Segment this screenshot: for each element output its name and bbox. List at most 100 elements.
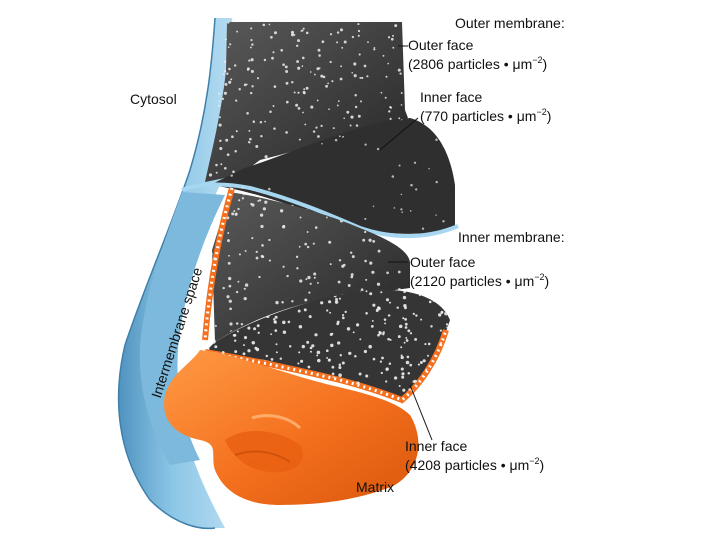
membrane-particle xyxy=(385,368,388,371)
membrane-particle xyxy=(200,88,202,90)
membrane-particle xyxy=(270,333,272,335)
membrane-particle xyxy=(366,75,368,77)
membrane-particle xyxy=(210,238,212,240)
membrane-particle xyxy=(228,262,231,265)
membrane-particle xyxy=(299,279,302,282)
membrane-particle xyxy=(253,121,255,123)
membrane-particle xyxy=(371,271,374,274)
membrane-particle xyxy=(338,281,341,284)
membrane-particle xyxy=(338,373,342,377)
membrane-particle xyxy=(237,330,239,332)
membrane-particle xyxy=(274,31,277,34)
membrane-particle xyxy=(409,21,411,23)
membrane-particle xyxy=(235,213,238,216)
membrane-particle xyxy=(361,288,364,291)
membrane-particle xyxy=(231,135,234,138)
membrane-particle xyxy=(222,98,224,100)
membrane-particle xyxy=(352,255,355,258)
membrane-particle xyxy=(401,356,404,359)
membrane-particle xyxy=(268,239,270,241)
membrane-particle xyxy=(361,77,363,79)
membrane-particle xyxy=(239,253,241,255)
membrane-particle xyxy=(444,312,447,315)
membrane-particle xyxy=(377,283,380,286)
membrane-particle xyxy=(410,184,413,187)
membrane-particle xyxy=(388,315,390,317)
membrane-particle xyxy=(222,351,225,354)
membrane-particle xyxy=(215,325,217,327)
membrane-particle xyxy=(234,150,237,153)
membrane-particle xyxy=(228,46,230,48)
membrane-particle xyxy=(300,217,302,219)
membrane-particle xyxy=(269,111,272,114)
membrane-particle xyxy=(281,301,284,304)
membrane-particle xyxy=(346,111,349,114)
membrane-particle xyxy=(234,340,236,342)
membrane-particle xyxy=(342,136,344,138)
membrane-particle xyxy=(356,382,359,385)
membrane-particle xyxy=(219,147,222,150)
membrane-particle xyxy=(314,74,316,76)
membrane-particle xyxy=(256,257,259,260)
membrane-particle xyxy=(341,47,343,49)
membrane-particle xyxy=(401,104,403,106)
membrane-particle xyxy=(251,43,253,45)
membrane-particle xyxy=(244,84,247,87)
membrane-particle xyxy=(225,38,227,40)
membrane-particle xyxy=(302,112,304,114)
membrane-particle xyxy=(251,203,254,206)
membrane-particle xyxy=(246,84,248,86)
membrane-particle xyxy=(236,31,238,33)
membrane-particle xyxy=(332,372,335,375)
membrane-particle xyxy=(443,384,446,387)
membrane-particle xyxy=(219,116,221,118)
inner-membrane-outer-face-count: (2120 particles • μm−2) xyxy=(410,272,549,290)
membrane-particle xyxy=(443,360,446,363)
membrane-particle xyxy=(365,279,367,281)
membrane-particle xyxy=(225,83,228,86)
membrane-particle xyxy=(337,341,340,344)
membrane-particle xyxy=(340,354,342,356)
membrane-particle xyxy=(369,392,371,394)
membrane-particle xyxy=(392,35,394,37)
membrane-particle xyxy=(224,167,227,170)
membrane-particle xyxy=(358,35,360,37)
membrane-particle xyxy=(302,345,305,348)
membrane-particle xyxy=(351,273,354,276)
membrane-particle xyxy=(337,321,340,324)
membrane-particle xyxy=(208,348,210,350)
membrane-particle xyxy=(257,324,260,327)
membrane-particle xyxy=(251,237,253,239)
membrane-particle xyxy=(409,364,412,367)
membrane-particle xyxy=(224,92,227,95)
outer-membrane-outer-face-name: Outer face xyxy=(408,36,473,54)
membrane-particle xyxy=(303,88,305,90)
membrane-particle xyxy=(228,277,231,280)
membrane-particle xyxy=(274,321,277,324)
membrane-particle xyxy=(415,188,417,190)
membrane-particle xyxy=(403,290,406,293)
membrane-particle xyxy=(404,48,406,50)
membrane-particle xyxy=(306,341,309,344)
membrane-particle xyxy=(289,345,291,347)
membrane-particle xyxy=(282,266,284,268)
membrane-particle xyxy=(296,45,298,47)
membrane-particle xyxy=(260,121,262,123)
membrane-particle xyxy=(315,126,317,128)
membrane-particle xyxy=(339,135,341,137)
membrane-particle xyxy=(199,52,202,55)
membrane-particle xyxy=(387,63,389,65)
membrane-particle xyxy=(350,124,352,126)
membrane-particle xyxy=(404,342,406,344)
membrane-particle xyxy=(272,51,274,53)
membrane-particle xyxy=(399,385,401,387)
membrane-particle xyxy=(386,271,389,274)
membrane-particle xyxy=(306,32,309,35)
membrane-particle xyxy=(343,117,345,119)
membrane-particle xyxy=(320,301,323,304)
membrane-particle xyxy=(340,78,343,81)
membrane-particle xyxy=(219,124,222,127)
membrane-particle xyxy=(398,335,401,338)
membrane-particle xyxy=(299,246,301,248)
membrane-particle xyxy=(414,162,416,164)
